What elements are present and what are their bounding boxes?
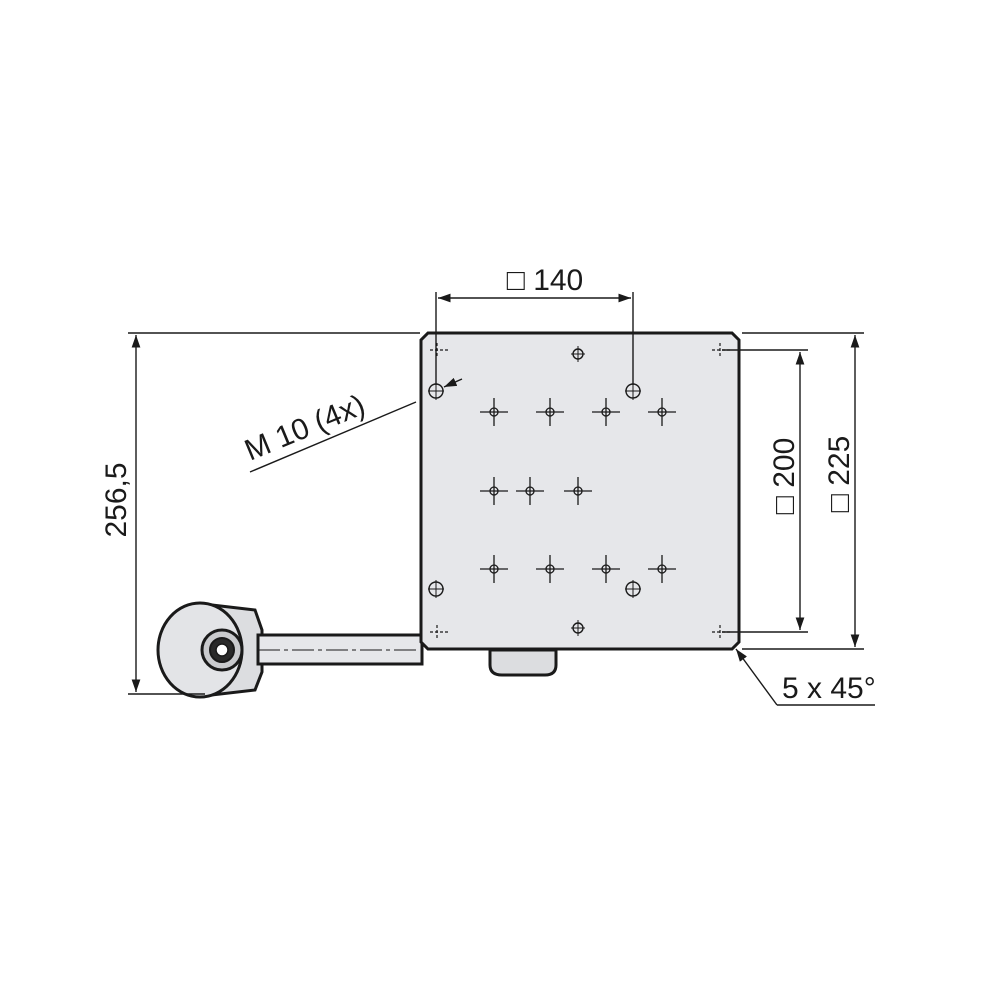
threaded-hole-icon — [428, 346, 641, 636]
clamp-lever — [488, 648, 558, 677]
label-140: □ 140 — [507, 264, 584, 297]
corner-marks — [430, 343, 730, 639]
drive-shaft — [256, 633, 424, 666]
dimension-225: □ 225 — [742, 332, 864, 650]
label-256-5: 256,5 — [100, 462, 133, 537]
dimension-200: □ 200 — [722, 349, 808, 633]
drive-knob — [156, 601, 264, 699]
label-m10: M 10 (4x) — [240, 388, 370, 467]
leader-chamfer: 5 x 45° — [735, 648, 876, 706]
dimension-256-5: 256,5 — [100, 332, 420, 695]
label-200: □ 200 — [768, 438, 801, 515]
dimension-140: □ 140 — [435, 264, 634, 385]
label-chamfer: 5 x 45° — [782, 672, 876, 705]
label-225: □ 225 — [823, 436, 856, 513]
crosshair-hole-icon — [480, 398, 676, 583]
